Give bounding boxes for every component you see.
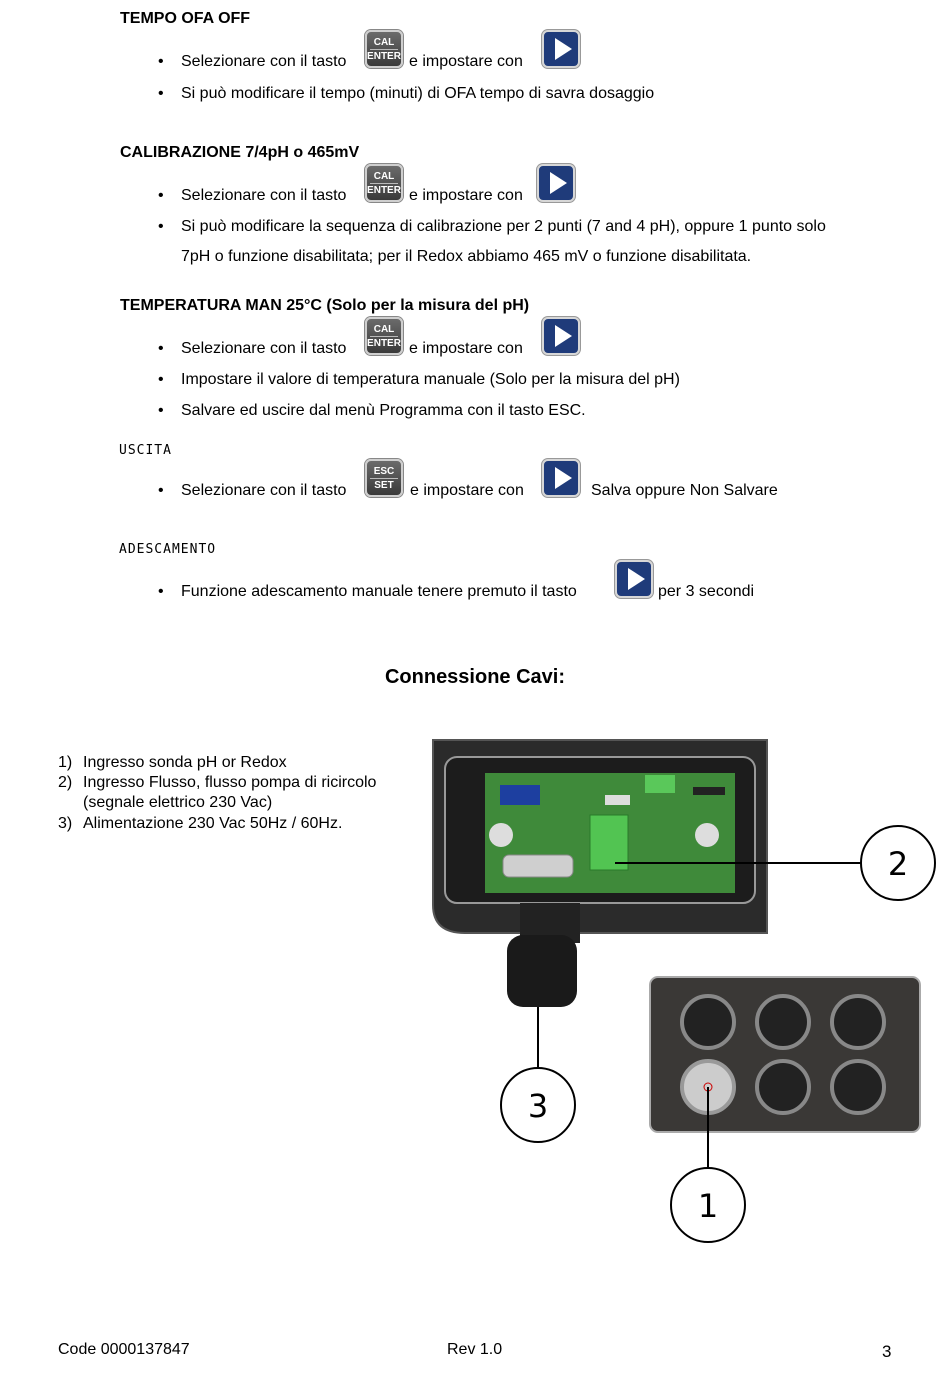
bullet-cal-select: •Selezionare con il tasto — [158, 187, 347, 204]
play-arrow-key-icon — [537, 164, 575, 202]
bullet-temp-save: •Salvare ed uscire dal menù Programma co… — [158, 402, 586, 419]
footer-rev: Rev 1.0 — [447, 1341, 503, 1358]
heading-temperatura: TEMPERATURA MAN 25°C (Solo per la misura… — [120, 297, 530, 314]
text-uscita-set: e impostare con — [410, 482, 524, 499]
list-item: 2)Ingresso Flusso, flusso pompa di ricir… — [58, 774, 377, 791]
play-arrow-key-icon — [542, 30, 580, 68]
list-item: 1)Ingresso sonda pH or Redox — [58, 754, 287, 771]
heading-uscita: USCITA — [119, 443, 172, 458]
text-adesc-duration: per 3 secondi — [658, 583, 755, 600]
bullet-cal-desc: •Si può modificare la sequenza di calibr… — [158, 218, 826, 235]
play-arrow-key-icon — [542, 317, 580, 355]
list-item: 3)Alimentazione 230 Vac 50Hz / 60Hz. — [58, 815, 343, 832]
heading-calibrazione: CALIBRAZIONE 7/4pH o 465mV — [120, 144, 360, 161]
bullet-adesc: •Funzione adescamento manuale tenere pre… — [158, 583, 577, 600]
list-item: (segnale elettrico 230 Vac) — [83, 794, 273, 811]
bullet-ofa-select: •Selezionare con il tasto — [158, 53, 347, 70]
play-arrow-key-icon — [615, 560, 653, 598]
heading-tempo-ofa-off: TEMPO OFA OFF — [120, 10, 251, 27]
callout-1: 1 — [698, 1187, 718, 1225]
bullet-ofa-desc: •Si può modificare il tempo (minuti) di … — [158, 85, 655, 102]
footer-code: Code 0000137847 — [58, 1341, 190, 1358]
play-arrow-key-icon — [542, 459, 580, 497]
device-wiring-illustration: 2 3 1 — [432, 739, 936, 1243]
connection-title: Connessione Cavi: — [384, 666, 566, 688]
text-cal-set: e impostare con — [409, 187, 523, 204]
bullet-temp-manual: •Impostare il valore di temperatura manu… — [158, 371, 680, 388]
bullet-uscita-select: •Selezionare con il tasto — [158, 482, 347, 499]
callout-3: 3 — [528, 1087, 548, 1125]
text-ofa-set: e impostare con — [409, 53, 523, 70]
bullet-temp-select: •Selezionare con il tasto — [158, 340, 347, 357]
text-uscita-options: Salva oppure Non Salvare — [591, 482, 778, 499]
text-temp-set: e impostare con — [409, 340, 523, 357]
callout-2: 2 — [888, 845, 908, 883]
page-number: 3 — [882, 1342, 892, 1361]
bullet-cal-desc-line2: 7pH o funzione disabilitata; per il Redo… — [181, 248, 752, 265]
heading-adescamento: ADESCAMENTO — [119, 542, 217, 557]
